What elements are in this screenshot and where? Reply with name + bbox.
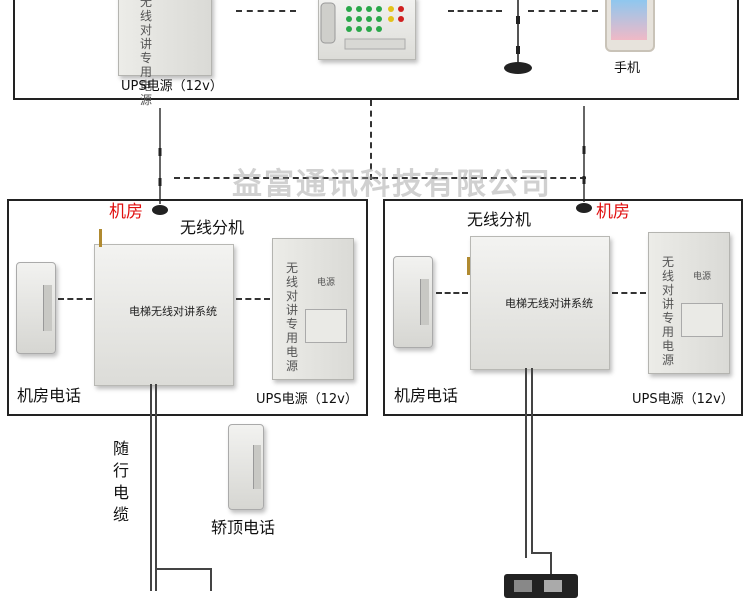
left-room-frame bbox=[7, 199, 368, 416]
right-room-label: 机房 bbox=[596, 202, 630, 222]
link-rooms-horizontal bbox=[174, 177, 586, 179]
watermark: 益富通讯科技有限公司 bbox=[232, 167, 552, 202]
right-room-phone bbox=[393, 256, 433, 348]
mobile-phone-icon bbox=[605, 0, 655, 52]
top-frame bbox=[13, 0, 739, 100]
left-device-text: 电梯无线对讲系统 bbox=[129, 305, 217, 318]
left-extension-label: 无线分机 bbox=[180, 218, 245, 237]
traveling-cable-label: 随行电缆 bbox=[112, 439, 129, 524]
left-intercom-device: 电梯无线对讲系统 bbox=[94, 229, 234, 386]
right-ups-sticker bbox=[681, 303, 723, 337]
right-ups-box-text: 无线对讲专用电源 bbox=[661, 255, 674, 367]
left-travel-cable-a bbox=[150, 384, 152, 591]
right-ups-box: 无线对讲专用电源 电源 bbox=[648, 232, 730, 374]
right-room-frame bbox=[383, 199, 743, 416]
left-room-phone bbox=[16, 262, 56, 354]
left-ups-sticker bbox=[305, 309, 347, 343]
right-link-phone-device bbox=[436, 292, 468, 294]
top-link-antenna-phone bbox=[528, 10, 598, 12]
right-link-device-ups bbox=[612, 292, 646, 294]
cable-branch-to-car bbox=[156, 568, 212, 570]
link-top-to-rooms bbox=[370, 100, 372, 180]
right-cable-drop bbox=[550, 552, 552, 576]
top-link-console-antenna bbox=[448, 10, 502, 12]
right-travel-cable-b bbox=[531, 368, 533, 552]
left-link-device-ups bbox=[236, 298, 270, 300]
top-ups-box: 无线对讲专用电源 bbox=[118, 0, 212, 107]
top-link-ups-console bbox=[236, 10, 296, 12]
right-intercom-device: 电梯无线对讲系统 bbox=[467, 236, 610, 370]
left-ups-box-text: 无线对讲专用电源 bbox=[285, 261, 298, 373]
left-room-label: 机房 bbox=[109, 202, 143, 222]
right-travel-cable-a bbox=[525, 368, 527, 558]
right-ups-label: UPS电源（12v） bbox=[632, 392, 734, 407]
right-extension-label: 无线分机 bbox=[467, 210, 532, 229]
top-ups-label: UPS电源（12v） bbox=[121, 79, 223, 94]
left-ups-badge: 电源 bbox=[317, 278, 336, 288]
car-unit-device bbox=[504, 574, 578, 598]
right-device-text: 电梯无线对讲系统 bbox=[505, 297, 593, 310]
top-antenna-icon bbox=[504, 0, 532, 74]
right-cable-bend bbox=[531, 552, 551, 554]
top-ups-box-text: 无线对讲专用电源 bbox=[139, 0, 152, 107]
right-antenna-icon bbox=[576, 106, 592, 213]
console-phone bbox=[318, 0, 416, 60]
left-ups-box: 无线对讲专用电源 电源 bbox=[272, 238, 354, 380]
left-travel-cable-b bbox=[155, 384, 157, 591]
right-ups-badge: 电源 bbox=[693, 272, 712, 282]
keypad-icon bbox=[320, 2, 406, 50]
left-link-phone-device bbox=[58, 298, 92, 300]
right-room-phone-label: 机房电话 bbox=[394, 386, 459, 405]
car-top-phone-label: 轿顶电话 bbox=[211, 518, 276, 537]
left-antenna-icon bbox=[152, 108, 168, 215]
left-ups-label: UPS电源（12v） bbox=[256, 392, 358, 407]
cable-branch-down bbox=[210, 568, 212, 591]
car-top-phone bbox=[228, 424, 264, 510]
mobile-phone-label: 手机 bbox=[614, 61, 641, 76]
left-room-phone-label: 机房电话 bbox=[17, 386, 82, 405]
